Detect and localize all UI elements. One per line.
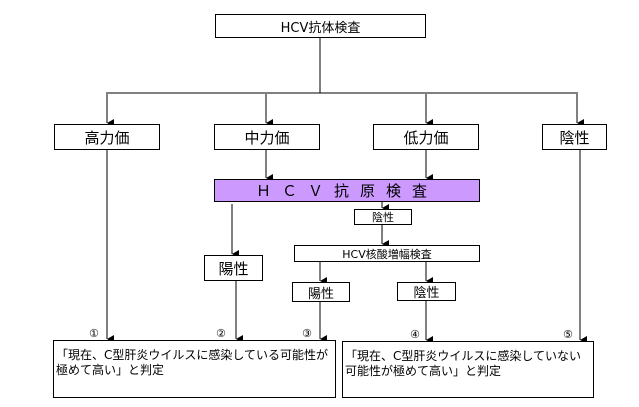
nat-negative-label: 陰性 bbox=[413, 286, 440, 301]
hcv-nat-test-label: HCV核酸増幅検査 bbox=[342, 247, 432, 261]
high-titer-box: 高力価 bbox=[54, 124, 160, 150]
result-not-infected-text: 「現在、C型肝炎ウイルスに感染していない可能性が極めて高い」と判定 bbox=[345, 349, 582, 378]
antigen-negative-box: 陰性 bbox=[354, 209, 412, 225]
antigen-positive-box: 陽性 bbox=[204, 255, 263, 281]
hcv-nat-test-box: HCV核酸増幅検査 bbox=[294, 245, 480, 262]
result-infected-box: 「現在、C型肝炎ウイルスに感染している可能性が極めて高い」と判定 bbox=[53, 340, 336, 398]
result-infected-text: 「現在、C型肝炎ウイルスに感染している可能性が極めて高い」と判定 bbox=[56, 348, 329, 377]
medium-titer-box: 中力価 bbox=[214, 124, 320, 150]
antibody-negative-label: 陰性 bbox=[559, 128, 590, 147]
nat-positive-label: 陽性 bbox=[307, 286, 334, 302]
result-not-infected-box: 「現在、C型肝炎ウイルスに感染していない可能性が極めて高い」と判定 bbox=[342, 341, 594, 398]
marker-4: ④ bbox=[410, 328, 420, 341]
marker-2: ② bbox=[216, 327, 226, 340]
marker-5: ⑤ bbox=[563, 328, 573, 341]
nat-positive-box: 陽性 bbox=[292, 282, 350, 302]
medium-titer-label: 中力価 bbox=[244, 128, 290, 147]
hcv-antigen-test-box: ＨＣＶ抗原検査 bbox=[214, 179, 480, 202]
hcv-antibody-test-label: HCV抗体検査 bbox=[280, 20, 361, 36]
hcv-antigen-test-label: ＨＣＶ抗原検査 bbox=[255, 182, 438, 200]
marker-3: ③ bbox=[302, 327, 312, 340]
low-titer-label: 低力価 bbox=[403, 128, 449, 147]
low-titer-box: 低力価 bbox=[373, 124, 479, 150]
marker-1: ① bbox=[89, 327, 99, 340]
antigen-positive-label: 陽性 bbox=[218, 259, 249, 278]
high-titer-label: 高力価 bbox=[84, 128, 130, 147]
hcv-antibody-test-box: HCV抗体検査 bbox=[215, 14, 426, 38]
antibody-negative-box: 陰性 bbox=[542, 124, 607, 150]
antigen-negative-label: 陰性 bbox=[372, 211, 394, 224]
nat-negative-box: 陰性 bbox=[397, 282, 456, 301]
